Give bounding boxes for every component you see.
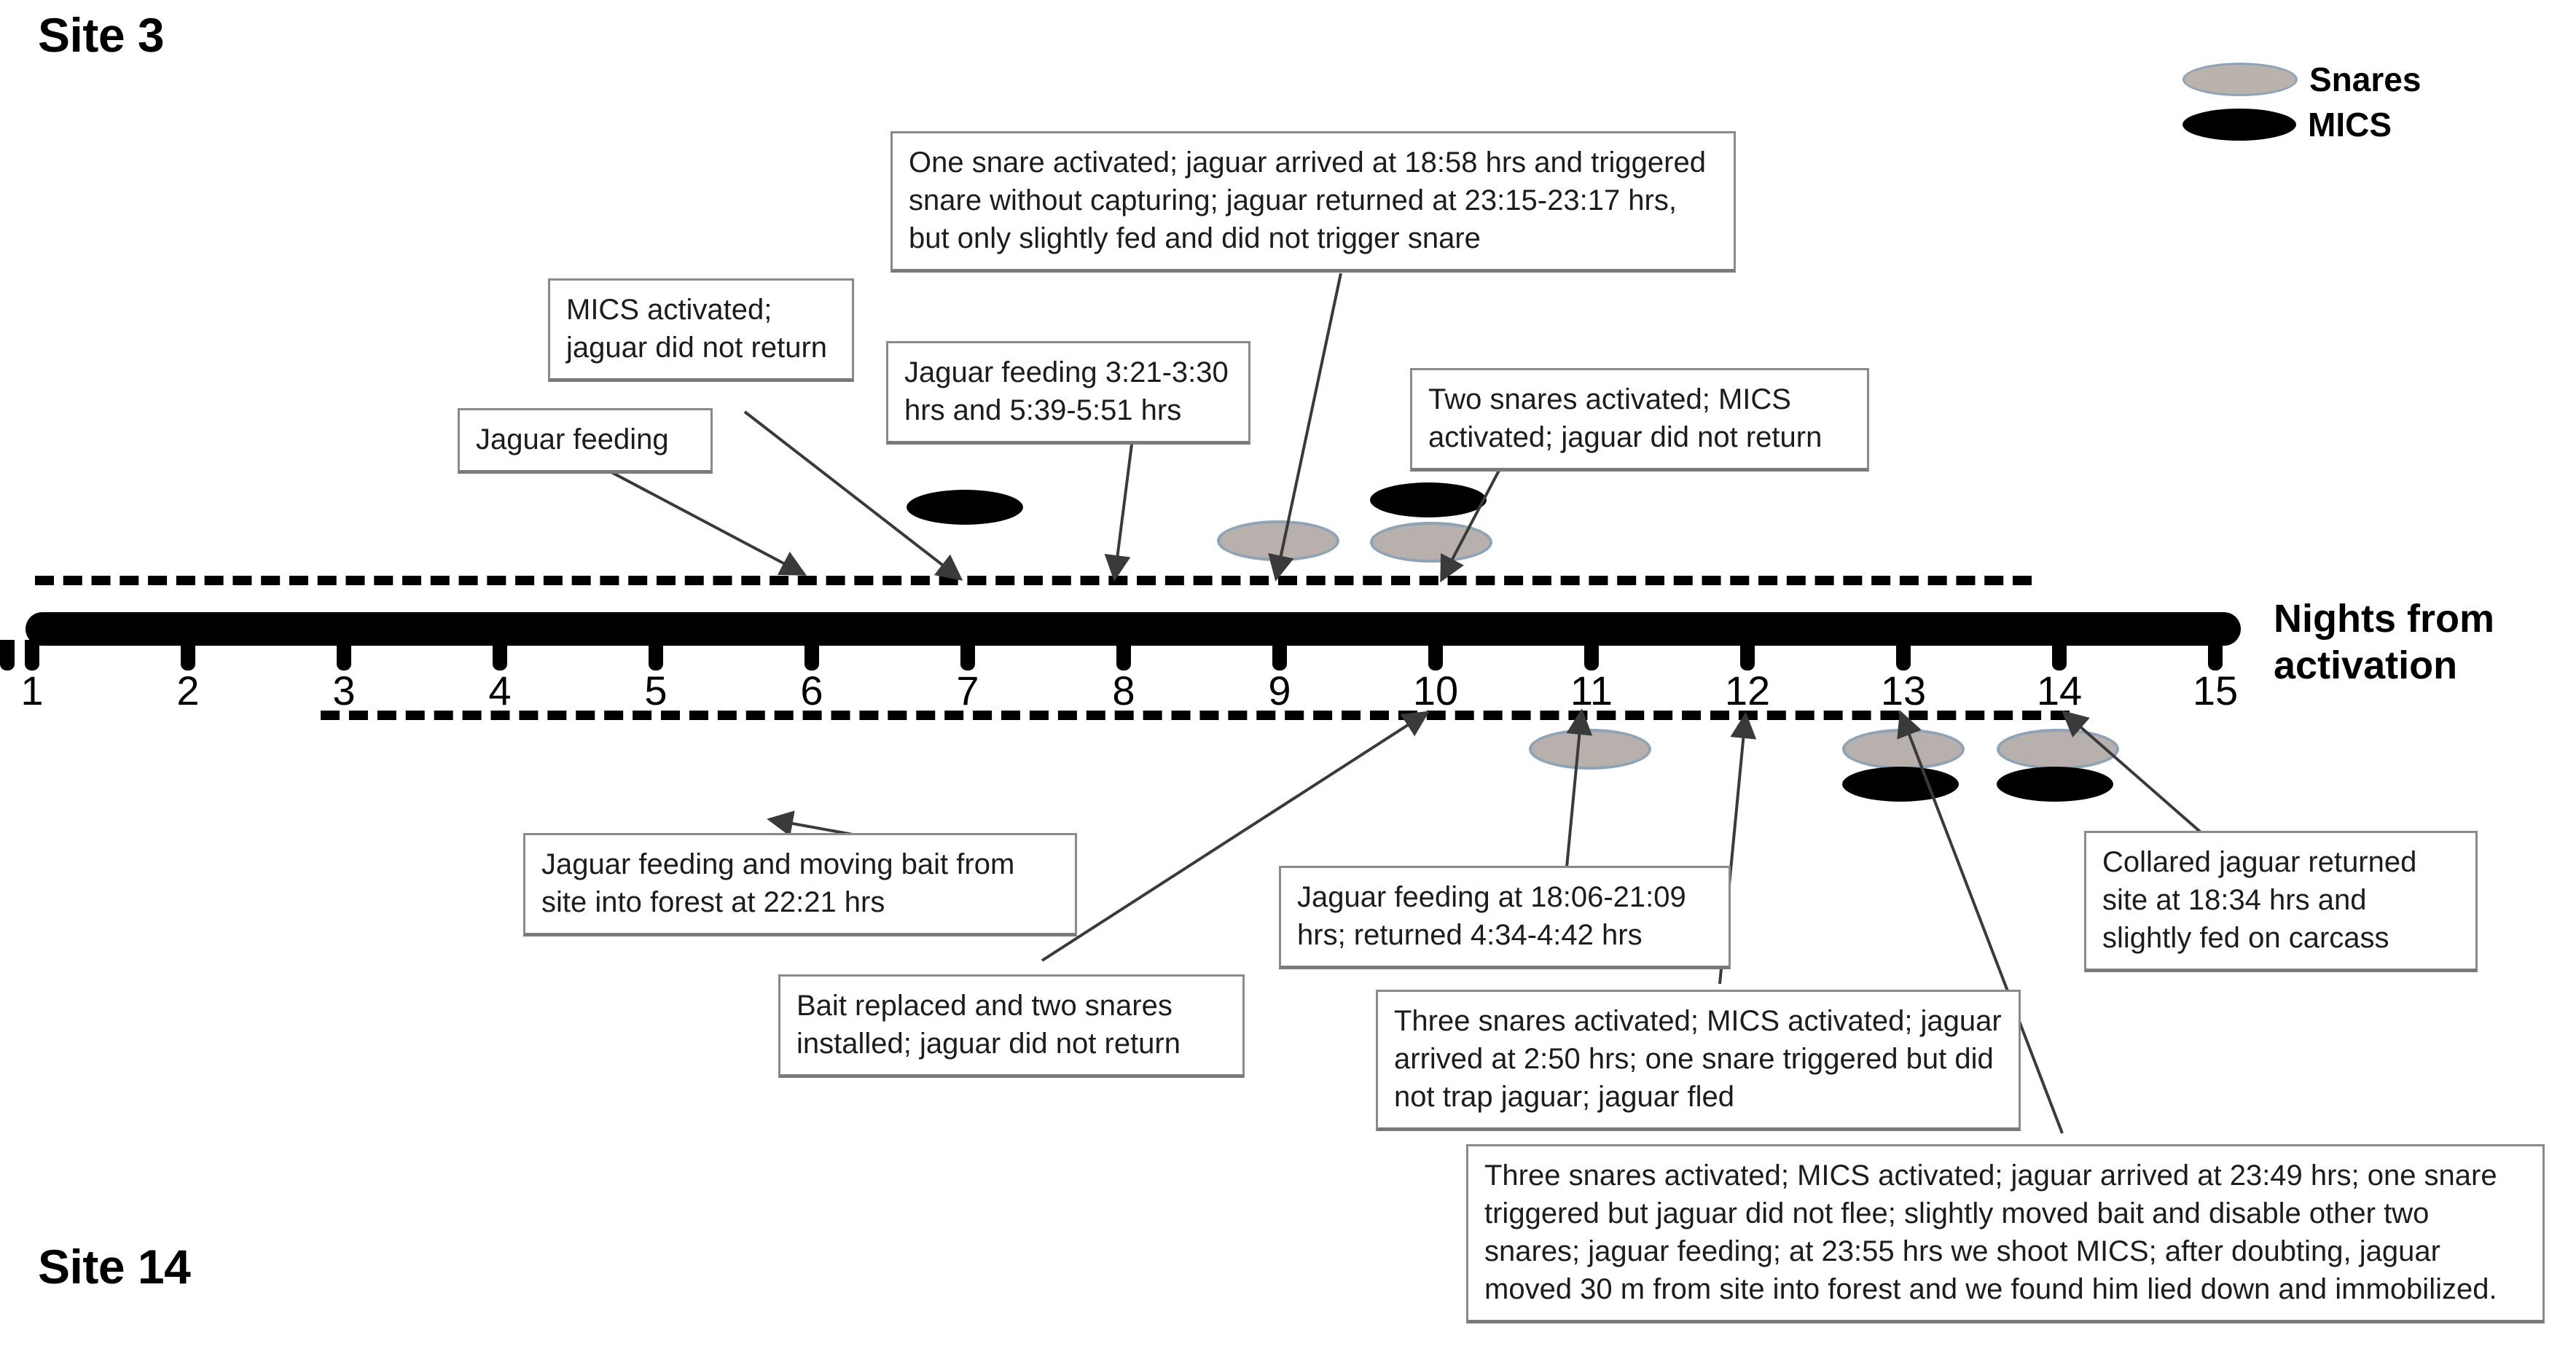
marker-mics-night-13 bbox=[1842, 767, 1959, 802]
site-label-top: Site 3 bbox=[38, 8, 165, 62]
callout-two-snares-activated: Two snares activated; MICS activated; ja… bbox=[1410, 368, 1869, 472]
legend: Snares MICS bbox=[2182, 57, 2561, 147]
callout-feeding-1806: Jaguar feeding at 18:06-21:09 hrs; retur… bbox=[1279, 866, 1731, 969]
axis-tick-1 bbox=[25, 640, 39, 670]
axis-tick-9 bbox=[1272, 640, 1287, 670]
site-label-bottom: Site 14 bbox=[38, 1240, 191, 1294]
upper-reference-dashed-line bbox=[35, 576, 2032, 585]
axis-tick-11 bbox=[1584, 640, 1599, 670]
axis-tick-label-4: 4 bbox=[488, 668, 512, 713]
axis-tick-6 bbox=[804, 640, 819, 670]
axis-tick-label-9: 9 bbox=[1268, 668, 1291, 713]
axis-caption-line-2: activation bbox=[2274, 643, 2458, 687]
callout-three-snares-immobilized: Three snares activated; MICS activated; … bbox=[1466, 1144, 2545, 1323]
snare-ellipse-icon bbox=[2182, 63, 2298, 96]
marker-mics-night-10 bbox=[1370, 482, 1487, 517]
leader-feeding-moving-bait bbox=[767, 810, 853, 837]
callout-feeding-moving-bait: Jaguar feeding and moving bait from site… bbox=[523, 833, 1077, 936]
axis-tick-15 bbox=[2208, 640, 2223, 670]
marker-snare-night-9 bbox=[1217, 520, 1339, 561]
legend-label-snares: Snares bbox=[2309, 60, 2422, 98]
axis-tick-label-7: 7 bbox=[956, 668, 979, 713]
callout-collared-returned: Collared jaguar returned site at 18:34 h… bbox=[2084, 831, 2478, 972]
axis-tick-label-1: 1 bbox=[20, 668, 44, 713]
axis-tick-label-15: 15 bbox=[2192, 668, 2239, 713]
callout-jaguar-feeding: Jaguar feeding bbox=[458, 408, 713, 474]
axis-tick-label-2: 2 bbox=[176, 668, 200, 713]
legend-item-snares: Snares bbox=[2182, 57, 2561, 102]
axis-tick-label-8: 8 bbox=[1112, 668, 1135, 713]
axis-tick-10 bbox=[1428, 640, 1443, 670]
marker-snare-night-14 bbox=[1997, 729, 2119, 770]
callout-bait-replaced: Bait replaced and two snares installed; … bbox=[778, 974, 1245, 1078]
lower-reference-dashed-line bbox=[321, 711, 2070, 720]
marker-mics-night-14 bbox=[1997, 767, 2113, 802]
axis-tick-label-14: 14 bbox=[2036, 668, 2083, 713]
axis-tick-4 bbox=[493, 640, 507, 670]
axis-tick-13 bbox=[1896, 640, 1911, 670]
timeline-axis-bar bbox=[26, 612, 2241, 646]
axis-tick-2 bbox=[181, 640, 195, 670]
axis-tick-8 bbox=[1116, 640, 1131, 670]
mics-ellipse-icon bbox=[2182, 109, 2296, 141]
marker-snare-night-10 bbox=[1370, 522, 1492, 563]
axis-tick-3 bbox=[337, 640, 351, 670]
legend-label-mics: MICS bbox=[2308, 106, 2392, 144]
axis-tick-12 bbox=[1740, 640, 1755, 670]
axis-tick-label-10: 10 bbox=[1412, 668, 1459, 713]
marker-snare-night-13 bbox=[1842, 729, 1965, 770]
marker-mics-night-7 bbox=[907, 490, 1023, 525]
callout-mics-activated-no-return: MICS activated; jaguar did not return bbox=[548, 278, 854, 382]
axis-tick-label-5: 5 bbox=[644, 668, 668, 713]
axis-tick-label-13: 13 bbox=[1880, 668, 1927, 713]
axis-caption-line-1: Nights from bbox=[2274, 597, 2494, 641]
axis-tick-5 bbox=[649, 640, 663, 670]
axis-tick-label-12: 12 bbox=[1724, 668, 1771, 713]
axis-tick-14 bbox=[2052, 640, 2067, 670]
axis-tick-label-3: 3 bbox=[332, 668, 356, 713]
axis-caption: Nights from activation bbox=[2274, 596, 2565, 689]
axis-tick-label-11: 11 bbox=[1570, 668, 1613, 713]
marker-snare-night-11 bbox=[1529, 729, 1651, 770]
callout-jaguar-feeding-times: Jaguar feeding 3:21-3:30 hrs and 5:39-5:… bbox=[886, 341, 1250, 445]
axis-tick-label-6: 6 bbox=[800, 668, 823, 713]
callout-one-snare-activated: One snare activated; jaguar arrived at 1… bbox=[890, 131, 1736, 273]
leader-jaguar-feeding bbox=[586, 458, 807, 576]
legend-item-mics: MICS bbox=[2182, 102, 2561, 147]
axis-tick-7 bbox=[960, 640, 975, 670]
callout-three-snares-fled: Three snares activated; MICS activated; … bbox=[1376, 990, 2021, 1131]
